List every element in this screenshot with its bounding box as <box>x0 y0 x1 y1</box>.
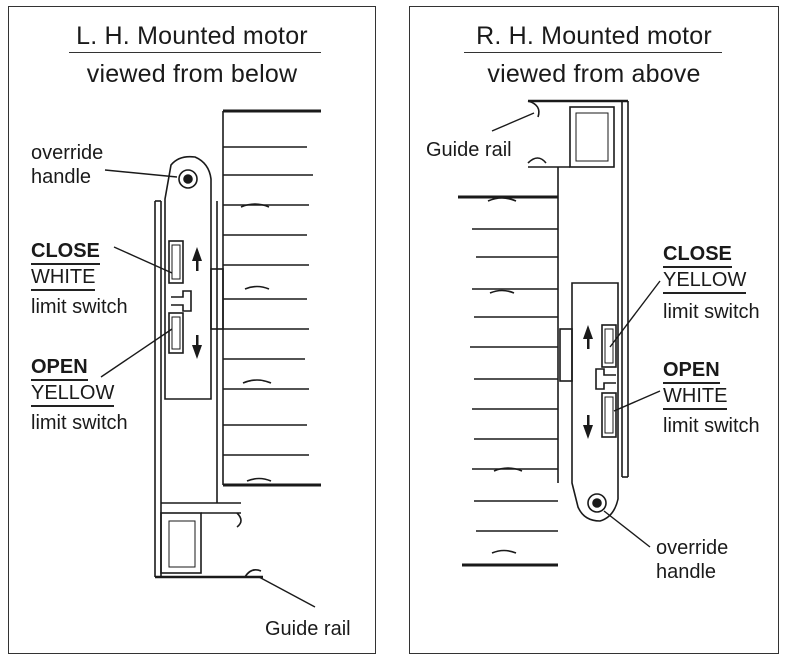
rh-open-limit-label: limit switch <box>663 415 760 437</box>
rh-title-rule <box>464 52 722 53</box>
lh-open-label: OPEN <box>31 356 88 381</box>
lh-door-slats <box>222 109 321 487</box>
rh-door-slats <box>458 195 558 567</box>
lh-override-label-1: override <box>31 142 104 164</box>
lh-guide-rail-label: Guide rail <box>265 618 351 640</box>
rh-close-label: CLOSE <box>663 243 732 268</box>
rh-override-label-1: override <box>656 537 729 559</box>
rh-open-label: OPEN <box>663 359 720 384</box>
rh-override-label-2: handle <box>656 561 717 583</box>
rh-close-limit-switch <box>601 324 617 368</box>
lh-motor-housing <box>164 155 212 400</box>
lh-title-rule <box>69 52 321 53</box>
rh-open-color-label: WHITE <box>663 385 728 410</box>
rh-mounted-motor-panel: R. H. Mounted motor viewed from above <box>409 6 779 654</box>
rh-close-limit-label: limit switch <box>663 301 760 323</box>
lh-close-label: CLOSE <box>31 240 100 265</box>
lh-mounted-motor-panel: L. H. Mounted motor viewed from below <box>8 6 376 654</box>
lh-subtitle: viewed from below <box>86 60 298 88</box>
lh-open-limit-switch <box>168 312 184 354</box>
lh-title: L. H. Mounted motor <box>76 22 308 50</box>
rh-motor-housing <box>571 282 619 522</box>
rh-open-limit-switch <box>601 392 617 438</box>
rh-guide-rail <box>569 106 615 168</box>
lh-motor-diagram <box>100 109 321 608</box>
lh-guide-rail <box>160 512 202 574</box>
lh-open-limit-label: limit switch <box>31 412 128 434</box>
rh-title: R. H. Mounted motor <box>476 22 712 50</box>
lh-open-color-label: YELLOW <box>31 382 115 407</box>
lh-close-color-label: WHITE <box>31 266 96 291</box>
rh-close-color-label: YELLOW <box>663 269 747 294</box>
rh-motor-diagram <box>458 99 661 567</box>
rh-subtitle: viewed from above <box>487 60 701 88</box>
lh-close-limit-switch <box>168 240 184 284</box>
lh-close-limit-label: limit switch <box>31 296 128 318</box>
rh-guide-rail-label: Guide rail <box>426 139 512 161</box>
lh-override-label-2: handle <box>31 166 92 188</box>
